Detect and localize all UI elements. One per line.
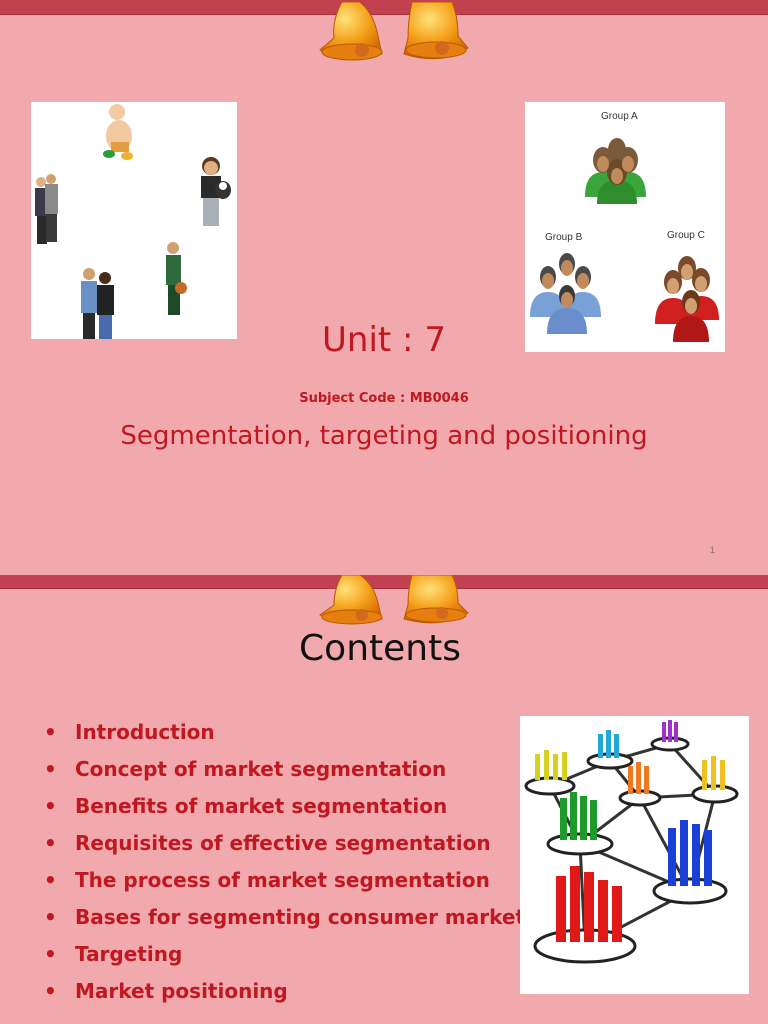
unit-title: Unit : 7 (322, 320, 446, 360)
groups-photo: Group A Group B Group C (525, 102, 725, 352)
blue-group-icon (668, 820, 712, 886)
list-item: •Requisites of effective segmentation (44, 831, 491, 855)
contents-list: •Introduction •Concept of market segment… (40, 714, 537, 1010)
list-item: •Bases for segmenting consumer markets (44, 905, 537, 929)
child-figure-icon (201, 157, 231, 226)
page-number: 1 (710, 545, 716, 555)
group-c-label: Group C (667, 230, 705, 241)
network-photo (520, 716, 749, 994)
yellow-group-icon (535, 750, 567, 780)
group-a-people-icon (585, 138, 646, 204)
contents-title: Contents (299, 628, 461, 669)
list-item: •Benefits of market segmentation (44, 794, 448, 818)
purple-group-icon (662, 720, 678, 742)
gold-group-icon (702, 756, 725, 790)
group-c-people-icon (655, 256, 719, 342)
bell-icon-right (403, 1, 469, 60)
list-item: •Targeting (44, 942, 183, 966)
group-a-label: Group A (601, 111, 638, 122)
elderly-couple-icon (35, 174, 58, 244)
bell-icon-left (319, 575, 383, 625)
slide-top-band (0, 575, 768, 589)
group-b-label: Group B (545, 232, 583, 243)
bells-icon (319, 1, 469, 61)
subject-code: Subject Code : MB0046 (299, 391, 469, 406)
family-photo (31, 102, 237, 339)
list-item: •The process of market segmentation (44, 868, 490, 892)
slide-top-band (0, 0, 768, 15)
bell-icon-left (319, 1, 383, 61)
red-group-icon (556, 866, 622, 942)
couple-figure-icon (81, 268, 114, 339)
list-item: •Introduction (44, 720, 215, 744)
bell-icon-right (403, 575, 469, 624)
baby-figure-icon (103, 104, 133, 160)
list-item: •Market positioning (44, 979, 288, 1003)
list-item: •Concept of market segmentation (44, 757, 447, 781)
bells-icon (319, 575, 469, 625)
slide-subtitle: Segmentation, targeting and positioning (120, 421, 648, 451)
green-group-icon (560, 792, 597, 840)
man-figure-icon (166, 242, 187, 315)
orange-group-icon (628, 762, 649, 794)
group-b-people-icon (530, 253, 601, 334)
slide-1: Group A Group B Group C (0, 0, 768, 555)
cyan-group-icon (598, 730, 619, 758)
